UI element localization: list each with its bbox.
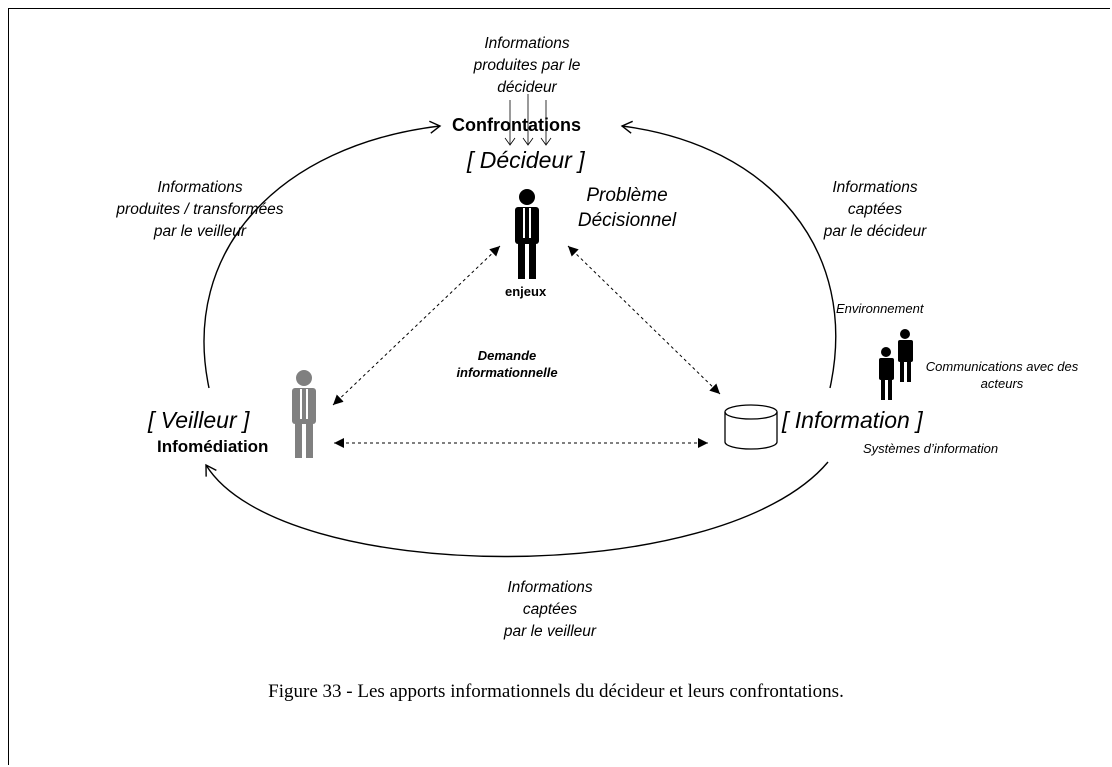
arc-information-to-confrontations [620,120,837,389]
label-infomediation: Infomédiation [157,437,269,456]
label-demande-informationnelle: Demande informationnelle [456,348,558,380]
label-enjeux: enjeux [505,284,547,299]
label-probleme-decisionnel: Problème Décisionnel [577,185,677,231]
label-communications: Communications avec des acteurs [925,359,1079,391]
label-veilleur: [ Veilleur ] [148,407,250,433]
person-gray-icon [292,370,316,458]
dotted-arrow-decideur-veilleur [332,245,501,406]
label-info-produced-veilleur: Informations produites / transformées pa… [116,179,284,240]
dotted-arrow-decideur-information [567,245,721,395]
label-information: [ Information ] [782,407,923,433]
label-environnement: Environnement [836,301,924,316]
figure-frame [8,8,1110,765]
label-systemes-information: Systèmes d’information [863,441,999,456]
label-info-captured-veilleur: Informations captées par le veilleur [503,579,597,640]
arc-information-to-veilleur [205,461,829,558]
label-info-captured-decider: Informations captées par le décideur [823,179,927,240]
label-info-produced-decider: Informations produites par le décideur [473,35,581,96]
two-people-icon [879,329,913,400]
label-decideur: [ Décideur ] [467,147,585,173]
database-cylinder-icon [724,404,778,450]
arc-veilleur-to-confrontations [203,120,442,389]
top-input-arrows [504,94,552,146]
label-confrontations: Confrontations [452,115,581,135]
person-icon [515,189,539,279]
figure-caption: Figure 33 - Les apports informationnels … [268,681,844,702]
